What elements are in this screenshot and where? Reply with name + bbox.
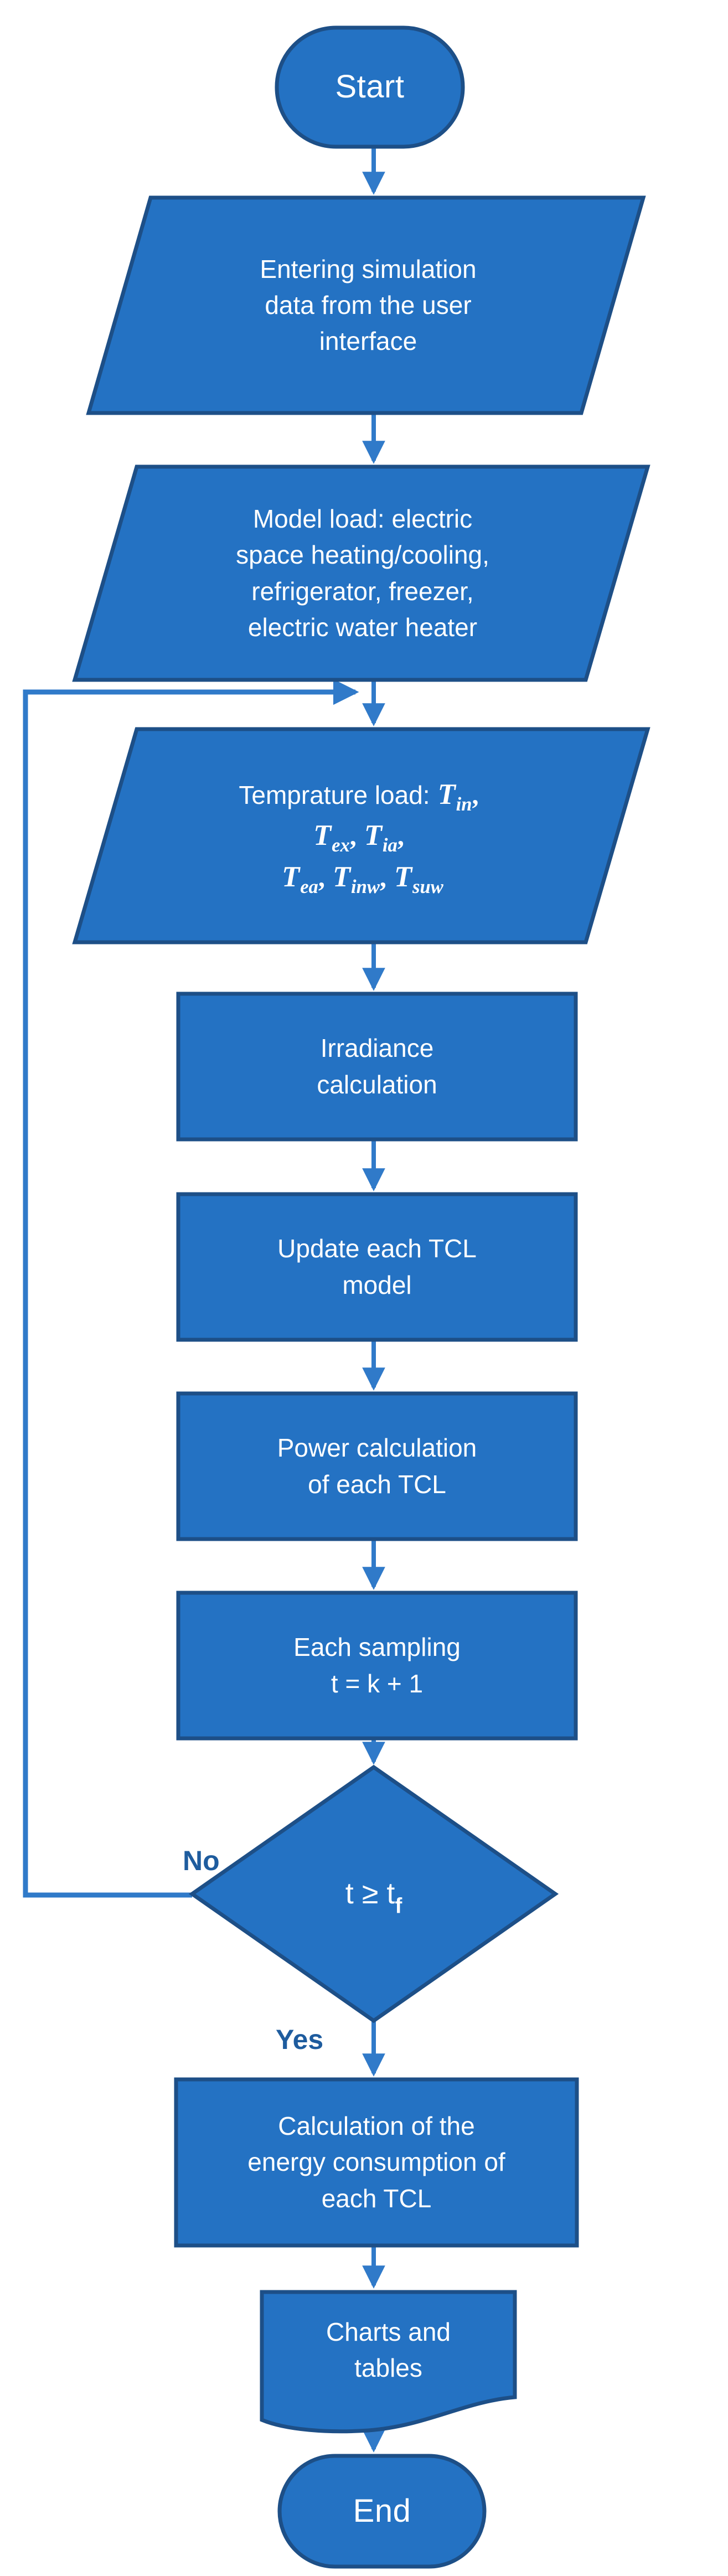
charts-node	[260, 2290, 517, 2434]
connector-no-loop	[23, 679, 359, 1898]
update-tcl-node	[176, 1192, 578, 1342]
irradiance-node	[176, 992, 578, 1142]
model-load-node	[72, 464, 650, 682]
energy-calc-node	[174, 2077, 579, 2248]
end-node	[277, 2454, 487, 2569]
sampling-node	[176, 1591, 578, 1741]
temperature-load-node	[72, 727, 650, 944]
enter-data-node	[86, 195, 646, 415]
start-node	[275, 25, 465, 149]
power-calc-node	[176, 1391, 578, 1541]
decision-node	[188, 1764, 559, 2023]
